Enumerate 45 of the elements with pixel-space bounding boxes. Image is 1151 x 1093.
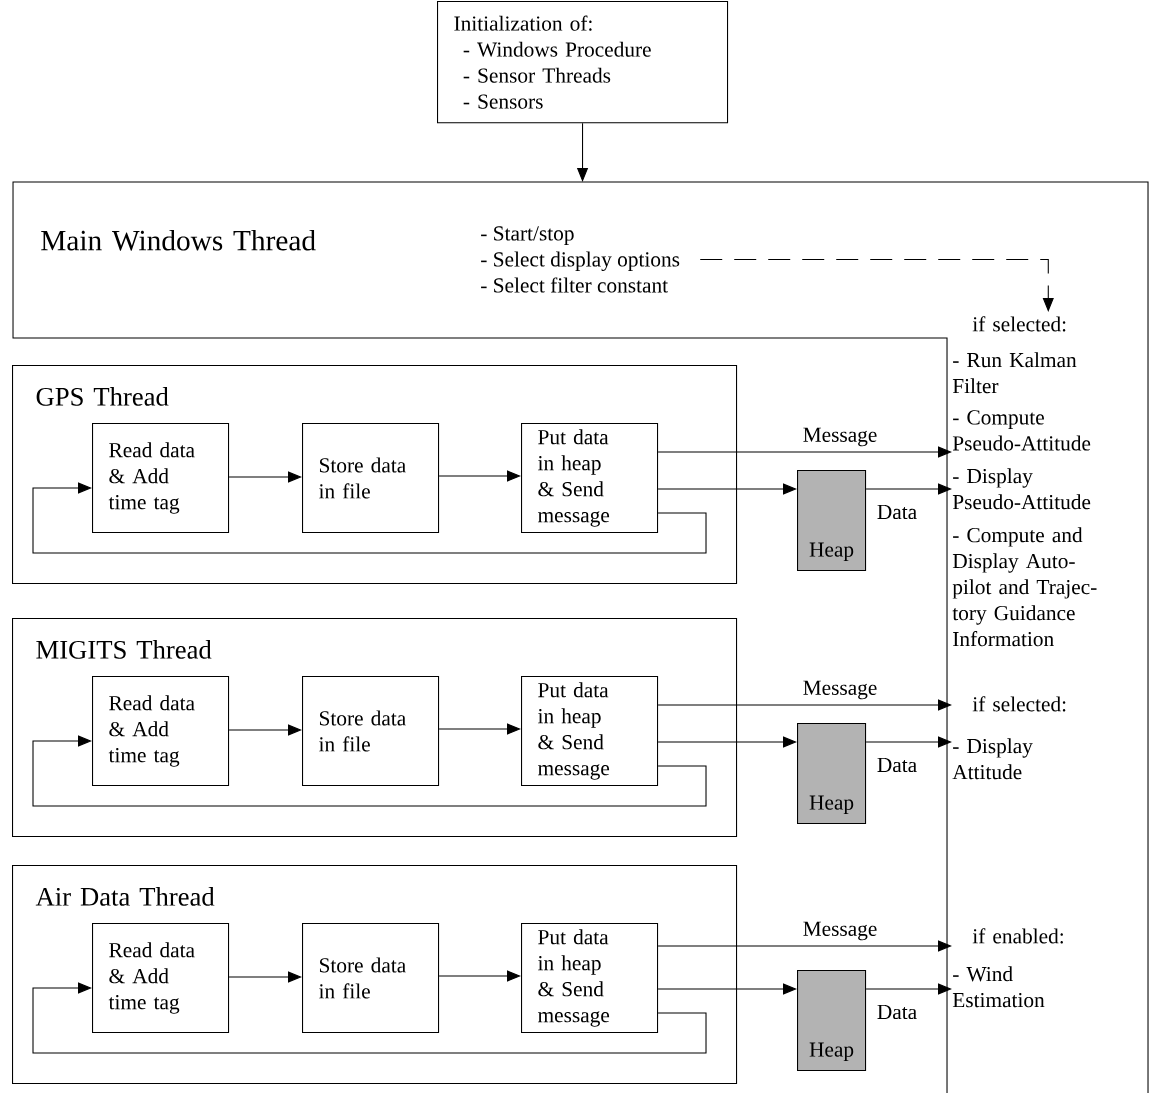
init-box: Initialization of: - Windows Procedure - Sensor Threads - Sensors: [437, 1, 729, 124]
process-box: Put data in heap & Send message: [521, 423, 659, 534]
arrow: [228, 971, 302, 983]
arrow: [657, 940, 952, 952]
edge-label: Message: [801, 426, 879, 448]
process-box: Store data in file: [302, 423, 440, 534]
edge-label: Data: [875, 503, 919, 521]
action-text: if enabled:: [972, 928, 1063, 944]
edge-label: Data: [875, 1003, 919, 1021]
dashed-arrow: [699, 258, 1054, 312]
process-box: Put data in heap & Send message: [521, 676, 659, 787]
action-text: - Compute and Display Auto-pilot and Trajec-tory Guidance Information: [952, 527, 1097, 647]
arrow: [865, 483, 952, 495]
action-text: - Display Attitude: [952, 738, 1033, 780]
arrow: [438, 723, 521, 735]
feedback-arrow: [32, 982, 707, 1054]
option-list: - Start/stop - Select display options - Select filter constant: [481, 226, 680, 293]
arrow: [228, 471, 302, 483]
arrow: [228, 724, 302, 736]
edge-label: Message: [801, 920, 879, 942]
action-text: - Compute Pseudo-Attitude: [952, 410, 1091, 451]
arrow: [657, 983, 797, 995]
edge-label: Data: [875, 756, 919, 774]
process-box: Read data & Add time tag: [92, 423, 230, 534]
process-box: Read data & Add time tag: [92, 676, 230, 787]
arrow: [657, 736, 797, 748]
arrow: [865, 983, 952, 995]
action-text: - Display Pseudo-Attitude: [952, 468, 1091, 510]
process-box: Store data in file: [302, 676, 440, 787]
process-box: Put data in heap & Send message: [521, 923, 659, 1034]
arrow: [657, 483, 797, 495]
action-text: if selected:: [972, 316, 1066, 332]
process-box: Store data in file: [302, 923, 440, 1034]
edge-label: Message: [801, 679, 879, 701]
action-text: if selected:: [972, 696, 1066, 712]
arrow: [657, 699, 952, 711]
arrow: [438, 470, 521, 482]
arrow: [657, 446, 952, 458]
feedback-arrow: [32, 735, 707, 807]
arrow: [865, 736, 952, 748]
arrow: [438, 970, 521, 982]
process-box: Read data & Add time tag: [92, 923, 230, 1034]
action-text: - Wind Estimation: [952, 966, 1045, 1008]
feedback-arrow: [32, 482, 707, 554]
action-text: - Run Kalman Filter: [952, 352, 1077, 394]
